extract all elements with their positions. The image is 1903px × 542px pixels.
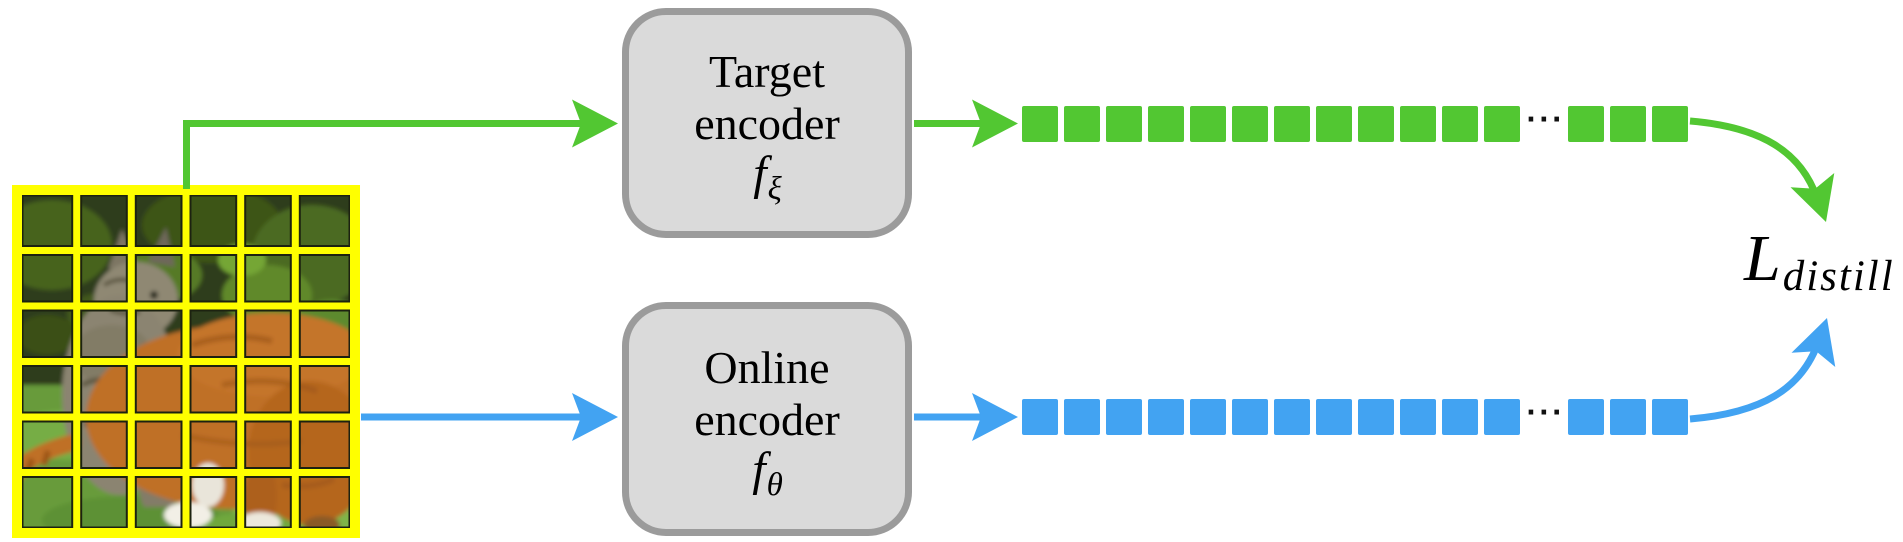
loss-label: Ldistill [1744, 226, 1893, 301]
token-square [1358, 399, 1394, 435]
online-encoder-node: Online encoder fθ [622, 302, 912, 536]
token-square [1484, 399, 1520, 435]
token-square [1148, 399, 1184, 435]
token-square [1232, 106, 1268, 142]
online-token-sequence: ··· [1022, 398, 1688, 435]
target-tokens-to-loss-arrow [1689, 117, 1835, 222]
token-square [1652, 106, 1688, 142]
target-encoder-symbol: fξ [753, 147, 782, 208]
online-tokens-main [1022, 399, 1520, 435]
token-square [1568, 399, 1604, 435]
online-tokens-tail [1568, 399, 1688, 435]
token-square [1652, 399, 1688, 435]
online-encoder-subscript: θ [766, 467, 783, 504]
token-square [1484, 106, 1520, 142]
token-square [1358, 106, 1394, 142]
input-image-patch-grid [12, 185, 360, 538]
target-encoder-node: Target encoder fξ [622, 8, 912, 238]
token-square [1190, 399, 1226, 435]
token-square [1106, 106, 1142, 142]
target-tokens-main [1022, 106, 1520, 142]
cats-photo [12, 185, 360, 538]
token-square [1022, 106, 1058, 142]
token-square [1316, 106, 1352, 142]
target-tokens-tail [1568, 106, 1688, 142]
token-square [1148, 106, 1184, 142]
token-square [1190, 106, 1226, 142]
token-square [1064, 399, 1100, 435]
token-square [1442, 106, 1478, 142]
token-square [1400, 106, 1436, 142]
loss-symbol: L [1744, 222, 1781, 295]
online-tokens-ellipsis: ··· [1526, 398, 1565, 428]
token-square [1064, 106, 1100, 142]
token-square [1568, 106, 1604, 142]
token-square [1442, 399, 1478, 435]
target-encoder-subscript: ξ [767, 171, 782, 208]
online-encoder-label-line2: encoder [694, 393, 840, 445]
target-tokens-ellipsis: ··· [1526, 105, 1565, 135]
token-square [1274, 106, 1310, 142]
patch-grid-lines [12, 185, 360, 538]
loss-subscript: distill [1782, 253, 1895, 300]
target-token-sequence: ··· [1022, 105, 1688, 142]
image-to-online-arrow [361, 393, 618, 441]
online-encoder-symbol: fθ [752, 443, 783, 504]
token-square [1022, 399, 1058, 435]
token-square [1316, 399, 1352, 435]
token-square [1274, 399, 1310, 435]
target-encoder-label-line2: encoder [694, 97, 840, 149]
online-to-tokens-arrow [914, 393, 1018, 441]
online-tokens-to-loss-arrow [1689, 318, 1836, 423]
token-square [1610, 106, 1646, 142]
token-square [1610, 399, 1646, 435]
online-encoder-label-line1: Online [704, 342, 830, 394]
token-square [1232, 399, 1268, 435]
image-to-target-arrow [183, 99, 618, 189]
target-to-tokens-arrow [914, 99, 1018, 148]
token-square [1400, 399, 1436, 435]
target-encoder-label-line1: Target [709, 46, 825, 98]
token-square [1106, 399, 1142, 435]
